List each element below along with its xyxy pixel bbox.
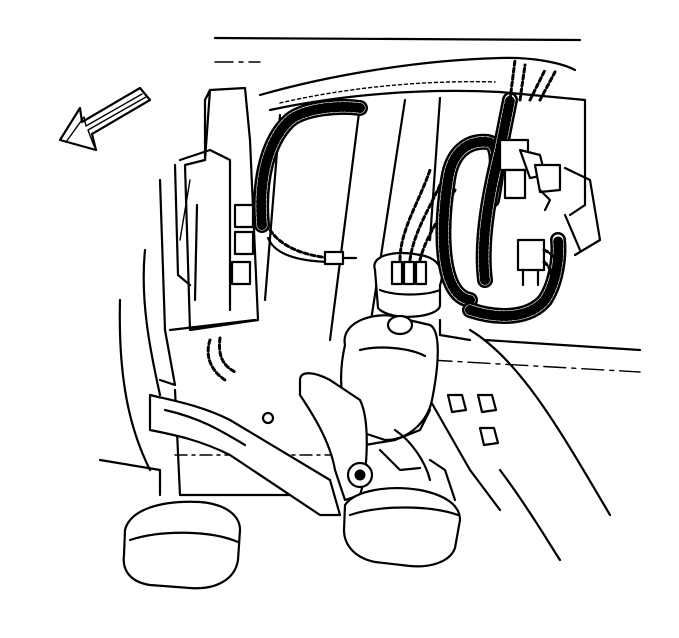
clutch-pedal — [298, 372, 462, 568]
wire-harness-right — [435, 58, 582, 324]
brake-pedal — [122, 393, 342, 590]
brake-switch-housing — [261, 314, 500, 447]
pedal-bracket — [98, 86, 332, 497]
wire-harness-left — [253, 98, 368, 266]
dash-structure — [213, 36, 642, 562]
direction-arrow-icon — [58, 86, 152, 152]
